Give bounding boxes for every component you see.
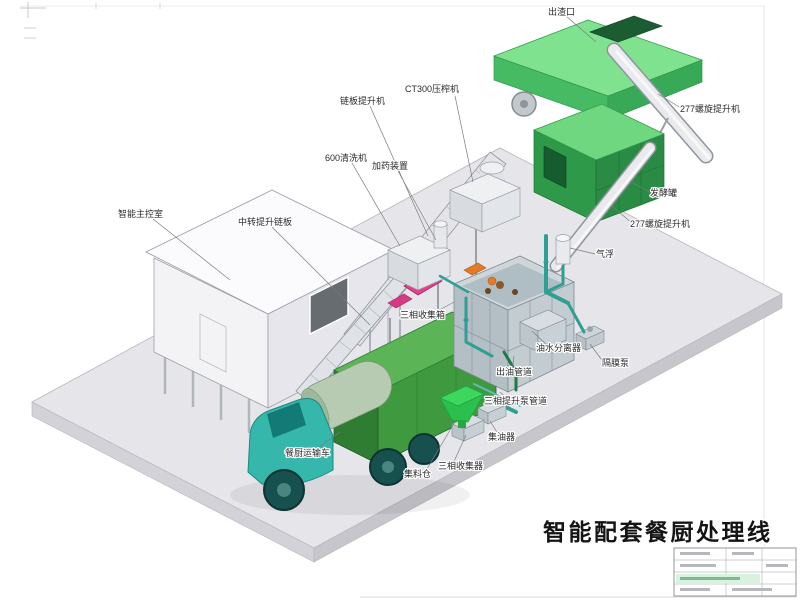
material-bin-hopper <box>439 385 485 428</box>
dosing-unit <box>433 220 448 249</box>
waste-content-3 <box>485 288 491 294</box>
truck-rear-hub <box>382 461 394 473</box>
flotation-cylinder <box>555 237 571 265</box>
diaphragm-pump <box>575 325 605 351</box>
truck-front-hub <box>277 483 291 497</box>
leader-lines <box>152 15 682 475</box>
label-three-phase-pump-pipe: 三相提升泵管道 <box>484 395 547 406</box>
platform-side-right <box>313 293 783 563</box>
label-screw-elevator-top: 277螺旋提升机 <box>680 103 740 114</box>
labels: 出渣口 277螺旋提升机 CT300压榨机 链板提升机 600清洗机 加药装置 … <box>117 5 742 481</box>
orange-valve <box>487 276 497 286</box>
separator-top <box>519 309 567 332</box>
flotation-drain-pipe <box>546 264 565 293</box>
building-door <box>199 313 227 373</box>
title-block <box>673 547 797 597</box>
label-three-phase-collector: 三相收集器 <box>438 460 483 471</box>
press-machine <box>449 161 521 233</box>
label-oil-water-separator: 油水分离器 <box>536 342 581 353</box>
label-material-bin: 集料仓 <box>404 468 431 479</box>
control-room-building <box>144 189 396 433</box>
label-press: CT300压榨机 <box>405 83 459 94</box>
waste-content-2 <box>512 289 518 295</box>
orange-parts <box>463 262 497 286</box>
label-fermentation-tank: 发酵罐 <box>650 187 677 198</box>
sheet-frame <box>20 2 797 598</box>
press-cylinder-top <box>479 161 505 175</box>
label-air-flotation: 气浮 <box>596 248 614 259</box>
transfer-rungs <box>309 273 411 386</box>
oil-outlet-pipe-run <box>502 350 518 392</box>
label-dosing: 加药装置 <box>372 160 408 171</box>
washer-drain-pipe <box>438 274 470 294</box>
three-phase-collector-box <box>451 414 485 442</box>
air-flotation-unit <box>555 234 571 265</box>
flotation-cylinder-top <box>555 234 571 242</box>
label-washer: 600清洗机 <box>325 152 367 163</box>
red-feeder-part-2 <box>387 293 413 309</box>
building-stilts <box>163 357 251 433</box>
label-three-phase-box: 三相收集箱 <box>400 309 445 320</box>
label-diaphragm-pump: 隔膜泵 <box>602 358 629 368</box>
left-side-pipe <box>464 296 494 358</box>
label-transfer-elevator: 中转提升链板 <box>238 216 292 227</box>
label-control-room: 智能主控室 <box>118 208 163 219</box>
screw-elevator-2 <box>549 141 657 273</box>
collection-open-top <box>462 263 564 307</box>
main-title: 智能配套餐厨处理线 <box>543 519 773 545</box>
pump-feed-pipe <box>566 301 586 334</box>
dosing-tank-top <box>433 220 448 228</box>
label-slag-outlet: 出渣口 <box>548 6 575 17</box>
label-screw-elevator-2: 277螺旋提升机 <box>630 218 690 229</box>
label-oil-collector: 集油器 <box>488 431 515 442</box>
pump-head <box>587 326 593 332</box>
slag-outlet-opening <box>588 15 664 43</box>
tank-top-face <box>532 103 666 161</box>
truck-windshield <box>267 402 306 438</box>
waste-content <box>496 281 504 289</box>
title-block-text-marks <box>680 552 788 591</box>
valve <box>543 259 549 265</box>
three-phase-pump-pipe-run-2 <box>473 383 521 407</box>
dosing-tank <box>433 223 448 249</box>
orange-motor <box>463 262 487 276</box>
tank-door <box>543 145 567 189</box>
press-top-face <box>449 173 521 205</box>
label-chain-elevator: 链板提升机 <box>340 95 385 106</box>
teal-riser-pipe <box>544 234 570 305</box>
truck-rear-wheel-2 <box>408 433 440 465</box>
label-oil-pipe: 出油管道 <box>496 366 532 377</box>
slag-machine-top <box>492 19 704 97</box>
label-transport-truck: 餐厨运输车 <box>285 447 330 458</box>
building-window <box>309 275 349 336</box>
slag-machine-hub <box>520 100 528 108</box>
valve-2 <box>463 317 469 323</box>
